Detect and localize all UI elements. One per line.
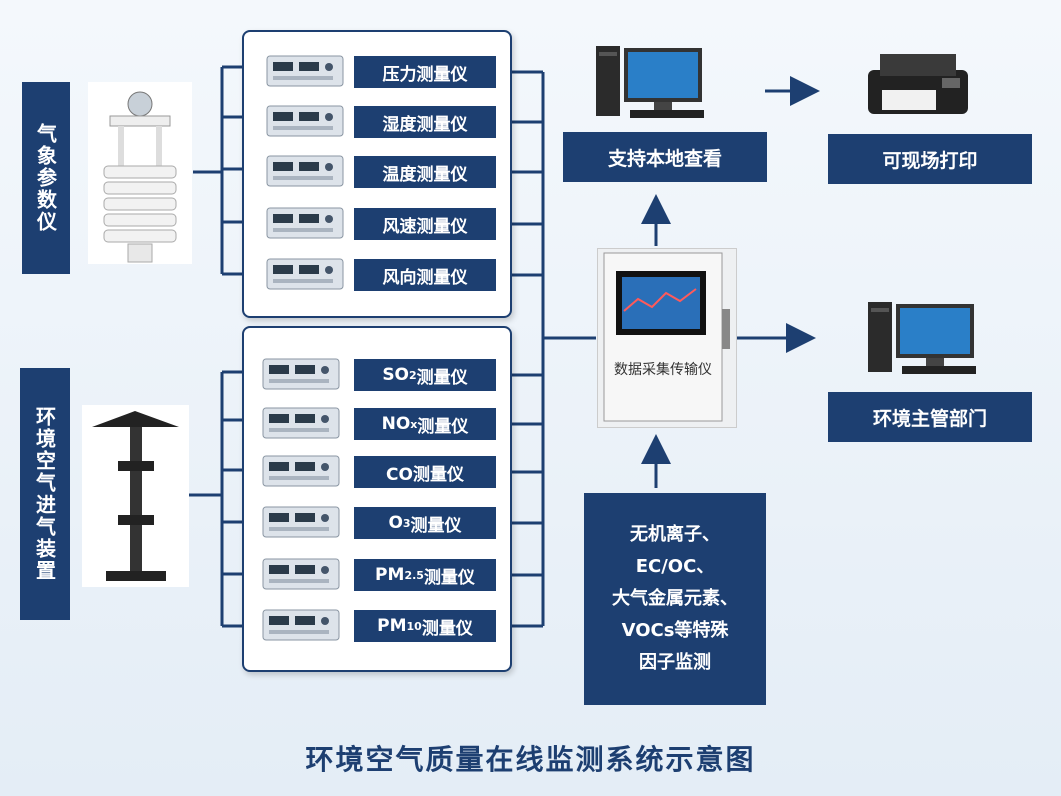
instrument-device-icon: [261, 503, 341, 541]
onsite-print-box: 可现场打印: [828, 134, 1032, 184]
instrument-device-icon: [265, 102, 345, 140]
environment-authority-box: 环境主管部门: [828, 392, 1032, 442]
local-view-box: 支持本地查看: [563, 132, 767, 182]
humidity-meter-label: 湿度测量仪: [354, 106, 496, 138]
printer-icon: [858, 50, 976, 122]
air-inlet-label: 环境空气进气装置: [32, 406, 57, 582]
cabinet-label: 数据采集传输仪: [614, 362, 712, 378]
pollutant-line-2: EC/OC、: [635, 556, 715, 577]
diagram-title: 环境空气质量在线监测系统示意图: [305, 743, 756, 776]
co-meter-label: CO测量仪: [354, 456, 496, 488]
computer-icon: [594, 42, 710, 122]
temperature-meter-label: 温度测量仪: [354, 156, 496, 188]
instrument-device-icon: [261, 555, 341, 593]
wind-speed-meter-label: 风速测量仪: [354, 208, 496, 240]
instrument-device-icon: [261, 606, 341, 644]
weather-params-label: 气象参数仪: [33, 123, 58, 233]
air-inlet-image: [82, 405, 189, 587]
pollutant-line-3: 大气金属元素、: [612, 588, 738, 609]
wind-direction-meter-label: 风向测量仪: [354, 259, 496, 291]
authority-computer-icon: [866, 298, 984, 378]
air-inlet-label-box: 环境空气进气装置: [20, 368, 70, 620]
pressure-meter-label: 压力测量仪: [354, 56, 496, 88]
instrument-device-icon: [265, 255, 345, 293]
instrument-device-icon: [261, 355, 341, 393]
pollutant-line-4: VOCs等特殊: [621, 620, 729, 641]
instrument-device-icon: [261, 452, 341, 490]
weather-params-label-box: 气象参数仪: [22, 82, 70, 274]
instrument-device-icon: [265, 204, 345, 242]
instrument-device-icon: [265, 152, 345, 190]
weather-sensor-image: [88, 82, 192, 264]
data-acquisition-cabinet: 数据采集传输仪: [597, 248, 737, 428]
special-pollutants-box: 无机离子、 EC/OC、 大气金属元素、 VOCs等特殊 因子监测: [584, 493, 766, 705]
pollutant-line-5: 因子监测: [639, 652, 711, 673]
instrument-device-icon: [265, 52, 345, 90]
instrument-device-icon: [261, 404, 341, 442]
pollutant-line-1: 无机离子、: [630, 524, 720, 545]
